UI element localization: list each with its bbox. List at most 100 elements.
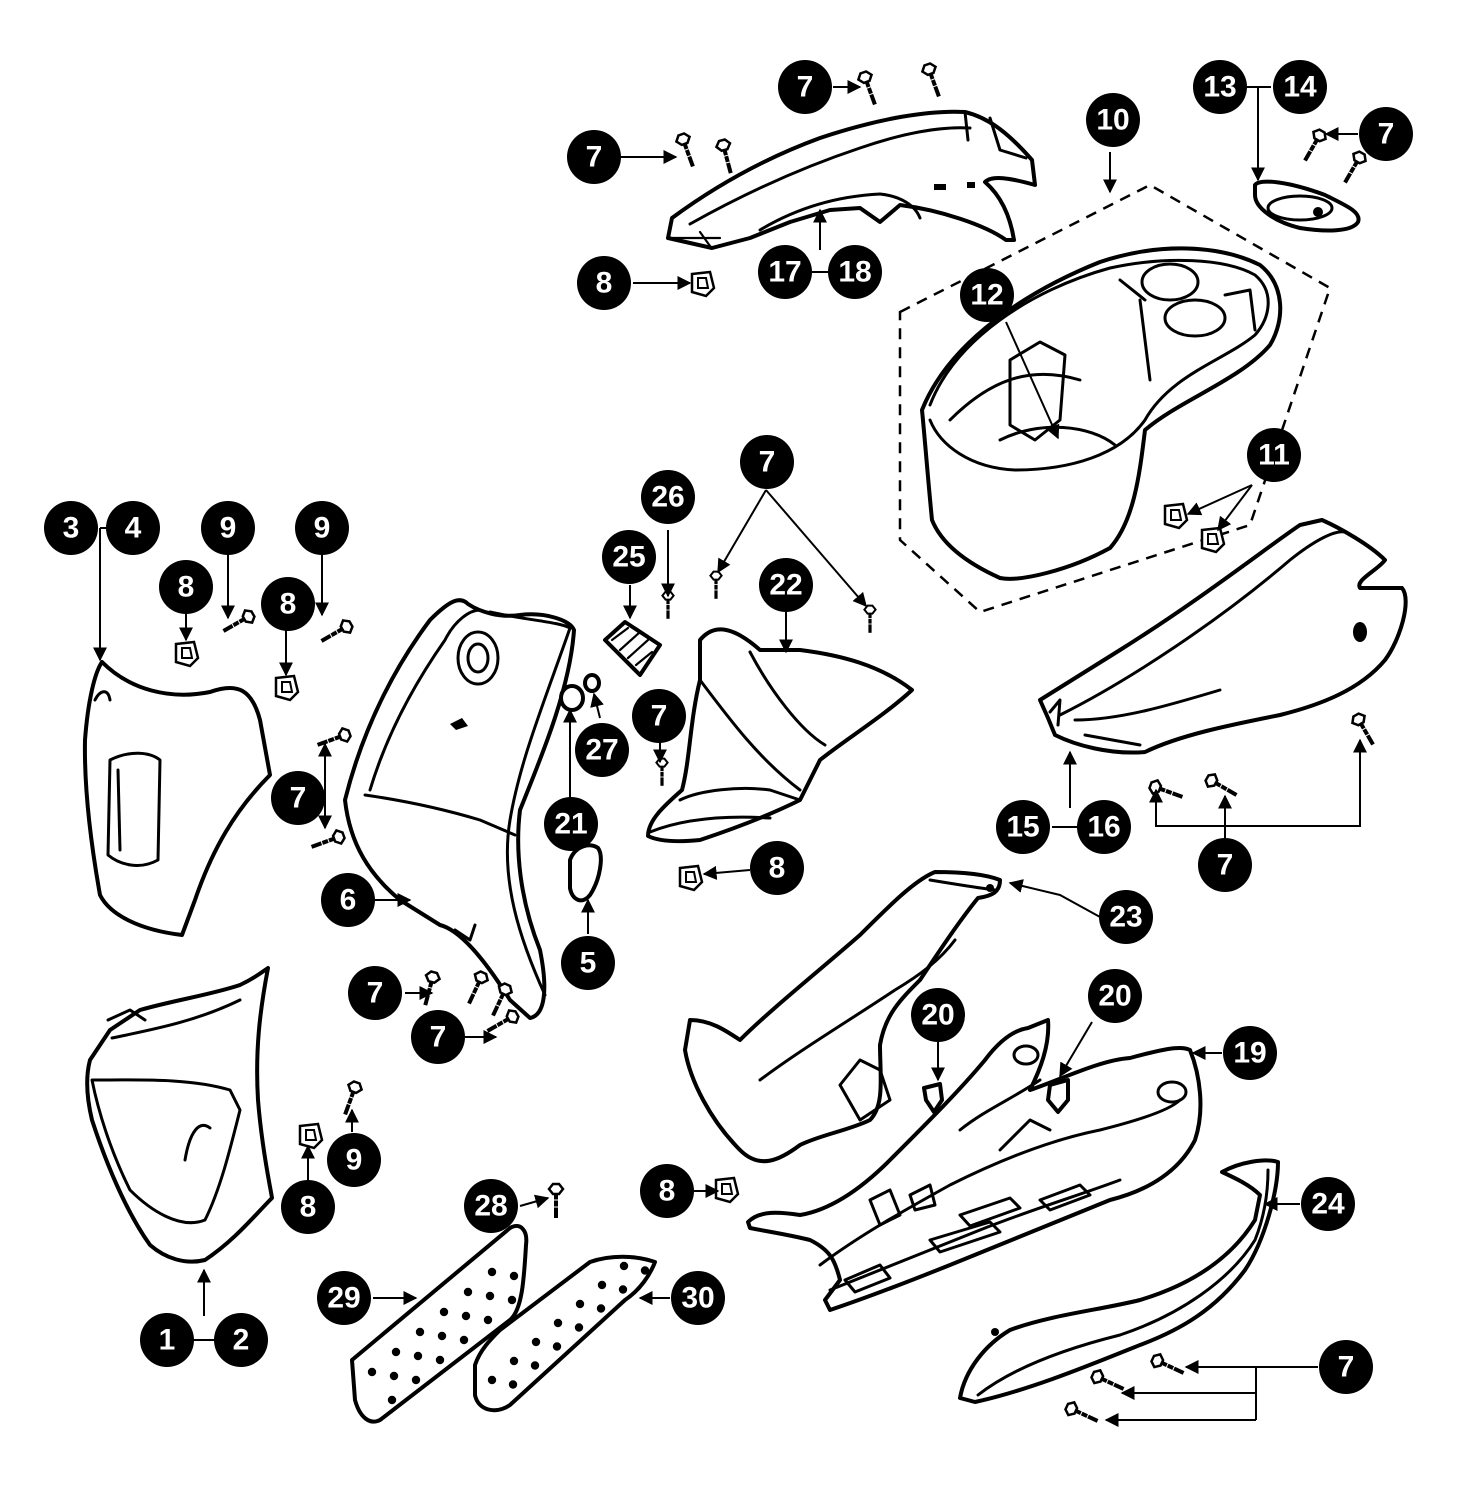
mat-dot: [509, 1356, 519, 1366]
callout-number: 29: [327, 1282, 360, 1315]
callout-number: 3: [63, 512, 80, 545]
callout-badge: 28: [464, 1179, 518, 1233]
callout-badge: 19: [1223, 1026, 1277, 1080]
mat-dot: [459, 1335, 469, 1345]
callout-number: 15: [1006, 811, 1039, 844]
mat-dot: [487, 1267, 497, 1277]
callout-number: 14: [1283, 71, 1317, 104]
callout-number: 20: [921, 999, 954, 1032]
callout-number: 9: [346, 1144, 363, 1177]
callout-badge: 7: [778, 60, 832, 114]
top-rear-cover: [666, 109, 1037, 250]
callout-number: 12: [970, 279, 1003, 312]
callout-number: 8: [659, 1175, 676, 1208]
callout-badge: 8: [750, 841, 804, 895]
small-clip-piece: [603, 620, 662, 677]
side-skirt: [958, 1158, 1280, 1404]
mat-dot: [507, 1295, 517, 1305]
callout-number: 7: [290, 782, 307, 815]
callout-number: 7: [651, 700, 668, 733]
callout-badge: 25: [602, 530, 656, 584]
callout-badge: 29: [317, 1271, 371, 1325]
callout-badge: 8: [159, 560, 213, 614]
mat-dot: [413, 1351, 423, 1361]
callout-badge: 9: [327, 1133, 381, 1187]
callout-number: 7: [586, 141, 603, 174]
mat-dot: [461, 1311, 471, 1321]
mat-dot: [509, 1271, 519, 1281]
mat-dot: [553, 1318, 563, 1328]
leg-shield-inner: [343, 598, 576, 1020]
mat-dot: [597, 1280, 607, 1290]
callout-number: 8: [596, 267, 613, 300]
callout-badge: 27: [575, 723, 629, 777]
mat-dot: [531, 1337, 541, 1347]
small-plate: [1253, 179, 1361, 233]
callout-number: 25: [612, 541, 645, 574]
callout-badge: 8: [577, 256, 631, 310]
callout-badge: 1: [140, 1313, 194, 1367]
callout-badge: 7: [271, 771, 325, 825]
callout-number: 9: [314, 512, 331, 545]
callout-badge: 9: [201, 501, 255, 555]
callout-number: 11: [1258, 439, 1290, 472]
right-side-cover: [1038, 518, 1408, 755]
callout-number: 7: [1378, 118, 1395, 151]
storage-compartment: [898, 183, 1332, 614]
callout-badge: 12: [960, 268, 1014, 322]
callout-number: 4: [125, 512, 142, 545]
callout-number: 7: [367, 977, 384, 1010]
callout-badge: 7: [348, 966, 402, 1020]
callout-badge: 22: [759, 558, 813, 612]
callout-badge: 8: [261, 577, 315, 631]
mat-dot: [552, 1342, 562, 1351]
callout-number: 30: [681, 1282, 714, 1315]
callout-number: 7: [430, 1021, 447, 1054]
mat-dot: [619, 1261, 629, 1271]
callout-number: 17: [768, 256, 801, 289]
callout-badges: 7 7 8 17 18 10 13 14 7 12 11 7 26 25 22 …: [44, 60, 1413, 1394]
callout-badge: 5: [561, 936, 615, 990]
callout-number: 7: [1217, 849, 1234, 882]
callout-number: 8: [300, 1191, 317, 1224]
callout-number: 23: [1109, 901, 1142, 934]
callout-badge: 20: [911, 988, 965, 1042]
callout-badge: 30: [671, 1271, 725, 1325]
mat-dot: [575, 1299, 585, 1309]
callout-badge: 7: [1359, 107, 1413, 161]
mat-dot: [367, 1367, 377, 1377]
callout-number: 2: [233, 1324, 250, 1357]
mat-dot: [437, 1331, 447, 1341]
mat-dot: [435, 1355, 445, 1365]
mat-dot: [530, 1361, 540, 1370]
callout-number: 8: [280, 588, 297, 621]
callout-badge: 4: [106, 501, 160, 555]
callout-badge: 21: [544, 797, 598, 851]
callout-badge: 7: [567, 130, 621, 184]
callout-badge: 8: [640, 1164, 694, 1218]
floor-side-panel: [683, 870, 1002, 1164]
callout-badge: 20: [1088, 969, 1142, 1023]
mat-dot: [463, 1287, 473, 1297]
callout-number: 18: [838, 256, 871, 289]
mat-dot: [415, 1327, 425, 1337]
front-nose-cover: [85, 966, 274, 1264]
callout-badge: 7: [632, 689, 686, 743]
mat-dot: [640, 1266, 650, 1275]
callout-badge: 17: [758, 245, 812, 299]
callout-number: 20: [1098, 980, 1131, 1013]
callout-badge: 6: [321, 873, 375, 927]
callout-number: 19: [1233, 1037, 1266, 1070]
callout-badge: 2: [214, 1313, 268, 1367]
mat-dots-right: [487, 1261, 650, 1389]
mat-dot: [485, 1291, 495, 1301]
mat-dot: [487, 1375, 497, 1385]
foot-mat-left: [350, 1224, 529, 1424]
front-upper-shield: [82, 660, 272, 937]
callout-number: 10: [1096, 104, 1129, 137]
callout-badge: 24: [1301, 1177, 1355, 1231]
floor-board: [746, 1018, 1203, 1312]
mat-dot: [411, 1375, 421, 1385]
mat-dot: [596, 1304, 606, 1313]
